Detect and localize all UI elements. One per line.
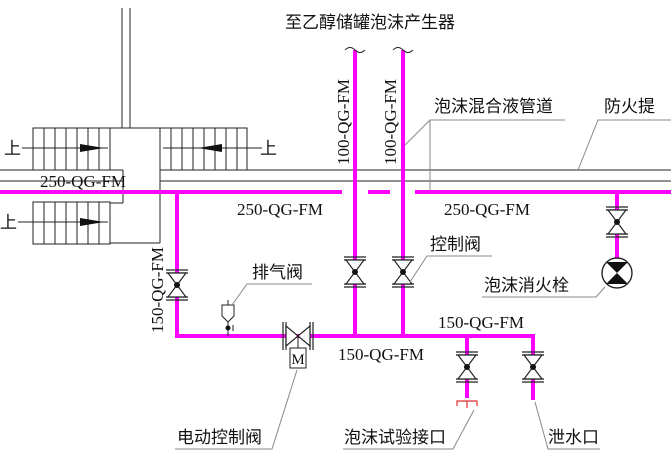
motor-valve-icon[interactable]: M [282, 322, 314, 369]
drain-label: 泄水口 [548, 428, 599, 448]
gate-valve-icon[interactable] [165, 269, 189, 301]
pipe-code-label: 250-QG-FM [40, 172, 126, 191]
control-valve-icon[interactable] [391, 256, 415, 288]
pipe-break-mark [344, 47, 414, 53]
control-valve-label: 控制阀 [430, 235, 481, 255]
stair-up-label: 上 [4, 139, 21, 159]
generator-label: 至乙醇储罐泡沫产生器 [285, 13, 455, 33]
pipe-code-label: 150-QG-FM [438, 313, 524, 332]
control-valve-icon[interactable] [343, 256, 367, 288]
vent-valve-icon[interactable] [221, 300, 235, 336]
test-port-label: 泡沫试验接口 [344, 428, 446, 448]
leader-lines [175, 119, 671, 450]
firewall-label: 防火提 [604, 97, 655, 117]
vent-valve-label: 排气阀 [252, 263, 303, 283]
pipe-code-label: 150-QG-FM [338, 345, 424, 364]
pipe-code-label: 250-QG-FM [444, 200, 530, 219]
motor-valve-label: 电动控制阀 [177, 428, 262, 448]
foam-pipe-label: 泡沫混合液管道 [434, 97, 553, 117]
stair-arrow-icon [80, 144, 104, 152]
stair-up-label: 上 [260, 139, 277, 159]
hydrant-valve-icon[interactable] [605, 206, 629, 238]
hydrant-label: 泡沫消火栓 [484, 276, 569, 296]
pipe-code-label: 100-QG-FM [334, 79, 353, 165]
drain-valve-icon[interactable] [521, 351, 545, 383]
pipe-code-label: 250-QG-FM [237, 200, 323, 219]
test-port-cap-icon [456, 400, 478, 408]
stair-arrow-icon [198, 144, 222, 152]
pipe-code-label: 100-QG-FM [381, 79, 400, 165]
pipe-code-label: 150-QG-FM [148, 247, 167, 333]
stair-up-label: 上 [0, 213, 17, 233]
foam-hydrant-icon[interactable] [601, 257, 633, 289]
motor-label: M [291, 352, 304, 368]
test-valve-icon[interactable] [455, 351, 479, 383]
stair-arrow-icon [80, 218, 104, 226]
